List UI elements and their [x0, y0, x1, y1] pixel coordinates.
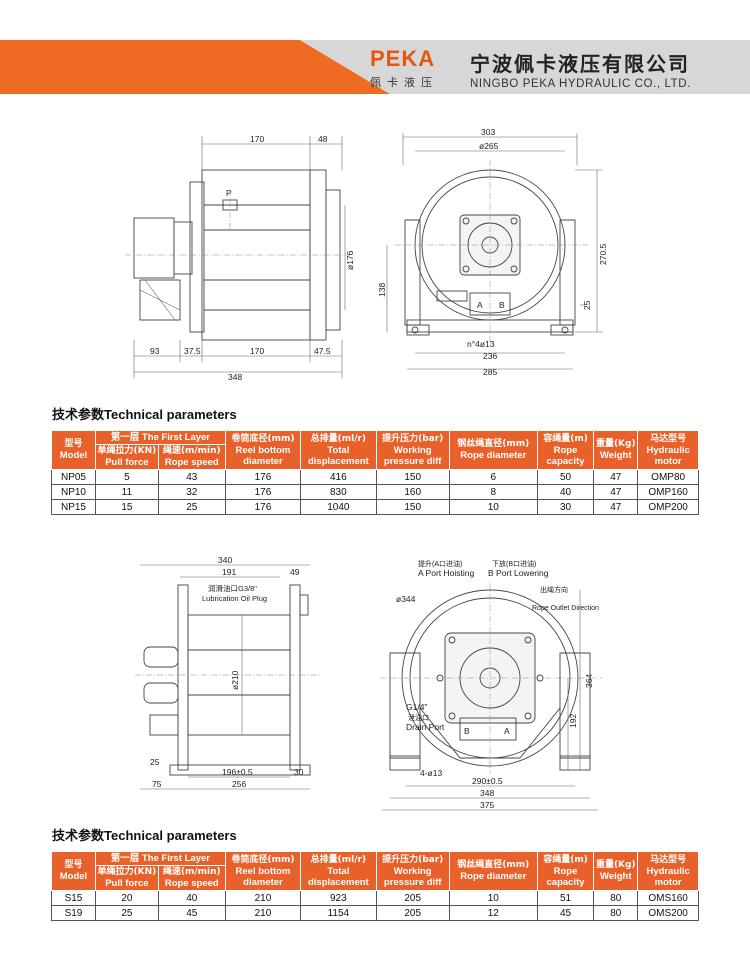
- port-a-label: A: [477, 300, 483, 310]
- company-name-cn: 宁波佩卡液压有限公司: [470, 52, 690, 76]
- dim-270-5: 270.5: [598, 243, 608, 265]
- section-title-en: Technical parameters: [104, 828, 237, 843]
- section-title-cn: 技术参数: [52, 408, 105, 423]
- drain-port-size: G1/4": [406, 702, 427, 712]
- dim-256: 256: [232, 779, 246, 789]
- dim-48: 48: [318, 134, 328, 144]
- col-rope-diameter: 钢丝绳直径(mm)Rope diameter: [448, 851, 538, 891]
- dim-192: 192: [568, 714, 578, 728]
- col-reel: 卷筒底径(mm)Reel bottom diameter: [224, 851, 302, 891]
- dim-25: 25: [582, 300, 592, 310]
- port-a-mark: A: [504, 726, 510, 736]
- dim-303: 303: [481, 127, 495, 137]
- port-b-label: B: [499, 300, 505, 310]
- col-first-layer: 第一层 The First Layer: [94, 851, 226, 866]
- s-front-view-drawing: 提升(A口进油) 下放(B口进油) A Port Hoisting B Port…: [380, 558, 605, 818]
- col-capacity: 容绳量(m)Rope capacity: [536, 430, 595, 470]
- drain-port-en: Drain Port: [406, 722, 445, 732]
- dim-170-bottom: 170: [250, 346, 264, 356]
- dim-375: 375: [480, 800, 494, 810]
- dim-reel-210: ø210: [230, 670, 240, 690]
- port-b-mark: B: [464, 726, 470, 736]
- port-b-cn: 下放(B口进油): [492, 559, 536, 568]
- dim-bolt-holes: n°4ø13: [467, 339, 495, 349]
- dim-30: 30: [294, 767, 304, 777]
- dim-93: 93: [150, 346, 160, 356]
- col-pull-force: 单绳拉力(KN)Pull force: [94, 865, 159, 891]
- dim-196: 196±0.5: [222, 767, 253, 777]
- col-weight: 重量(Kg)Weight: [593, 851, 639, 891]
- dim-290: 290±0.5: [472, 776, 503, 786]
- dim-37-5: 37.5: [184, 346, 201, 356]
- section-title-cn: 技术参数: [52, 829, 105, 844]
- dim-bolt-holes-s: 4-ø13: [420, 768, 442, 778]
- section-title-en: Technical parameters: [104, 407, 237, 422]
- np-side-view-drawing: 170 48 P ø176 93 37.5 170: [120, 130, 360, 390]
- dim-drum-265: ø265: [479, 141, 499, 151]
- dim-49: 49: [290, 567, 300, 577]
- col-displacement: 总排量(ml/r)Total displacement: [300, 430, 377, 470]
- col-displacement: 总排量(ml/r)Total displacement: [300, 851, 377, 891]
- dim-170-top: 170: [250, 134, 264, 144]
- logo-subtext: 佩卡液压: [370, 76, 438, 89]
- company-name-en: NINGBO PEKA HYDRAULIC CO., LTD.: [470, 78, 691, 90]
- dim-340: 340: [218, 555, 232, 565]
- col-reel: 卷筒底径(mm)Reel bottom diameter: [224, 430, 302, 470]
- port-a-hoisting: A Port Hoisting: [418, 568, 474, 578]
- dim-344: ø344: [396, 594, 416, 604]
- dim-47-5: 47.5: [314, 346, 331, 356]
- rope-direction-en: Rope Outlet Direction: [532, 605, 599, 612]
- section-title-s: 技术参数Technical parameters: [52, 825, 237, 844]
- rope-direction-cn: 出绳方向: [540, 585, 568, 594]
- dim-348: 348: [228, 372, 242, 382]
- dim-25-s: 25: [150, 757, 160, 767]
- col-first-layer: 第一层 The First Layer: [94, 430, 226, 445]
- col-capacity: 容绳量(m)Rope capacity: [536, 851, 595, 891]
- header-gray-band: [300, 40, 750, 94]
- company-logo: PEKA 佩卡液压: [370, 46, 450, 90]
- dim-348-s: 348: [480, 788, 494, 798]
- dim-191: 191: [222, 567, 236, 577]
- col-pressure: 提升压力(bar)Working pressure diff: [375, 430, 450, 470]
- logo-text: PEKA: [370, 46, 436, 71]
- dim-reel-diameter-176: ø176: [345, 250, 355, 270]
- dim-138: 138: [377, 283, 387, 297]
- company-name: 宁波佩卡液压有限公司 NINGBO PEKA HYDRAULIC CO., LT…: [470, 48, 691, 90]
- port-p-label: P: [226, 188, 232, 198]
- lube-plug-cn: 润滑油口G3/8": [208, 583, 257, 593]
- drain-port-cn: 泄油口: [408, 713, 429, 722]
- dim-364: 364: [584, 674, 594, 688]
- col-rope-diameter: 钢丝绳直径(mm)Rope diameter: [448, 430, 538, 470]
- col-pressure: 提升压力(bar)Working pressure diff: [375, 851, 450, 891]
- col-rope-speed: 绳速(m/min)Rope speed: [157, 444, 226, 470]
- np-front-view-drawing: 303 ø265 A B 270.5 25: [375, 125, 615, 390]
- section-title-np: 技术参数Technical parameters: [52, 404, 237, 423]
- port-b-lowering: B Port Lowering: [488, 568, 549, 578]
- s-side-view-drawing: 340 191 49 润滑油口G3/8" Lubrication Oil Plu…: [130, 555, 330, 800]
- col-pull-force: 单绳拉力(KN)Pull force: [94, 444, 159, 470]
- port-a-cn: 提升(A口进油): [418, 559, 462, 568]
- col-weight: 重量(Kg)Weight: [593, 430, 639, 470]
- dim-236: 236: [483, 351, 497, 361]
- lube-plug-en: Lubrication Oil Plug: [202, 594, 267, 603]
- col-rope-speed: 绳速(m/min)Rope speed: [157, 865, 226, 891]
- dim-285: 285: [483, 367, 497, 377]
- dim-75: 75: [152, 779, 162, 789]
- page-header: PEKA 佩卡液压 宁波佩卡液压有限公司 NINGBO PEKA HYDRAUL…: [0, 0, 750, 96]
